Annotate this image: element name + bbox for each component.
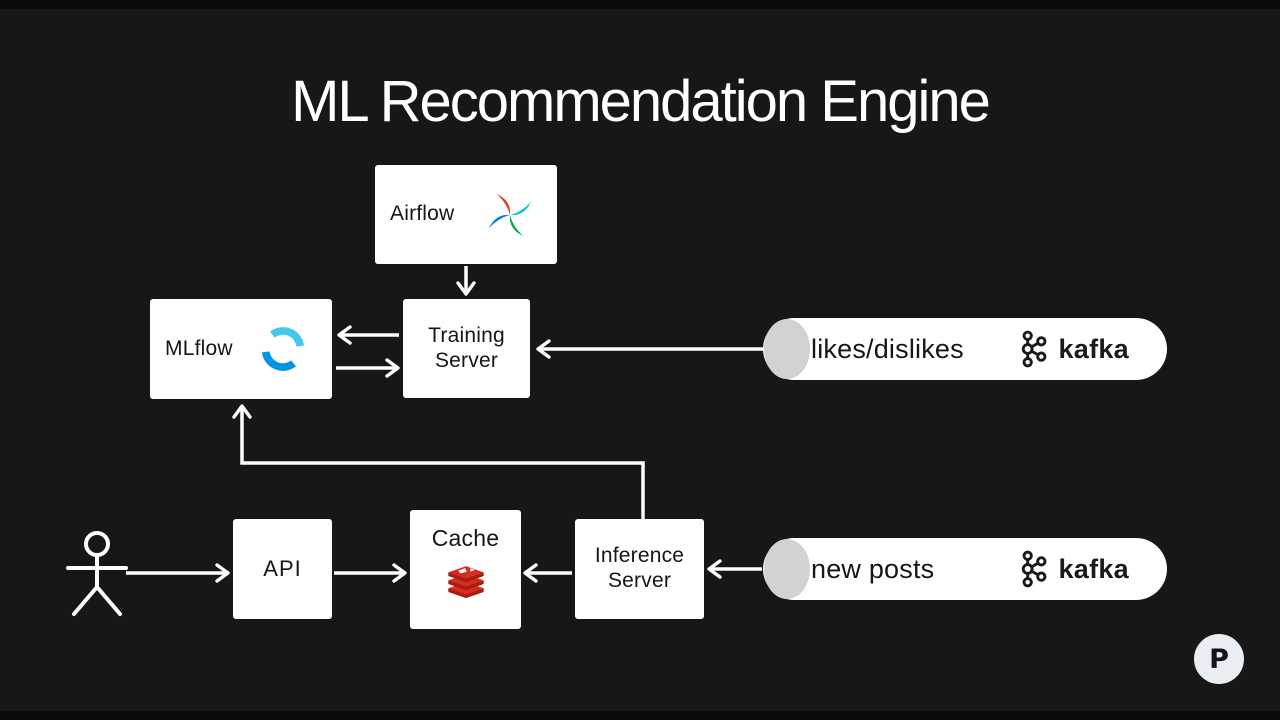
creator-logo-icon: P [1194,634,1244,684]
kafka-icon [1022,330,1047,368]
stick-figure-icon [66,531,128,616]
kafka-brand: kafka [1020,329,1129,369]
airflow-pinwheel-icon [488,193,532,236]
node-api-label: API [263,556,302,582]
node-mlflow-label: MLflow [165,336,233,360]
queue-likes-dislikes: likes/dislikes kafka [763,318,1167,380]
arrow-inference-to-mlflow [232,404,645,520]
redis-stack-icon [447,566,484,599]
node-inference-server-label: Inference Server [594,544,685,592]
kafka-brand: kafka [1020,549,1129,589]
kafka-icon [1022,550,1047,588]
queue-new-posts-label: new posts [811,553,935,584]
node-mlflow: MLflow [150,299,332,399]
letterbox-bar-bottom [0,711,1280,720]
creator-logo-glyph: P [1209,643,1229,675]
node-cache: Cache [410,510,521,629]
cylinder-cap-icon [764,539,810,599]
node-airflow-label: Airflow [390,202,455,226]
mlflow-cycle-icon [261,327,305,371]
kafka-wordmark: kafka [1058,333,1129,364]
kafka-wordmark: kafka [1058,553,1129,584]
page-title: ML Recommendation Engine [291,69,991,134]
node-api: API [233,519,332,619]
queue-new-posts: new posts kafka [763,538,1167,600]
node-training-server: Training Server [403,299,530,398]
cylinder-cap-icon [764,319,810,379]
node-airflow: Airflow [375,165,557,264]
queue-likes-dislikes-label: likes/dislikes [811,333,964,364]
node-cache-label: Cache [431,525,500,551]
node-training-server-label: Training Server [428,323,505,372]
node-inference-server: Inference Server [575,519,704,619]
letterbox-bar-top [0,0,1280,9]
